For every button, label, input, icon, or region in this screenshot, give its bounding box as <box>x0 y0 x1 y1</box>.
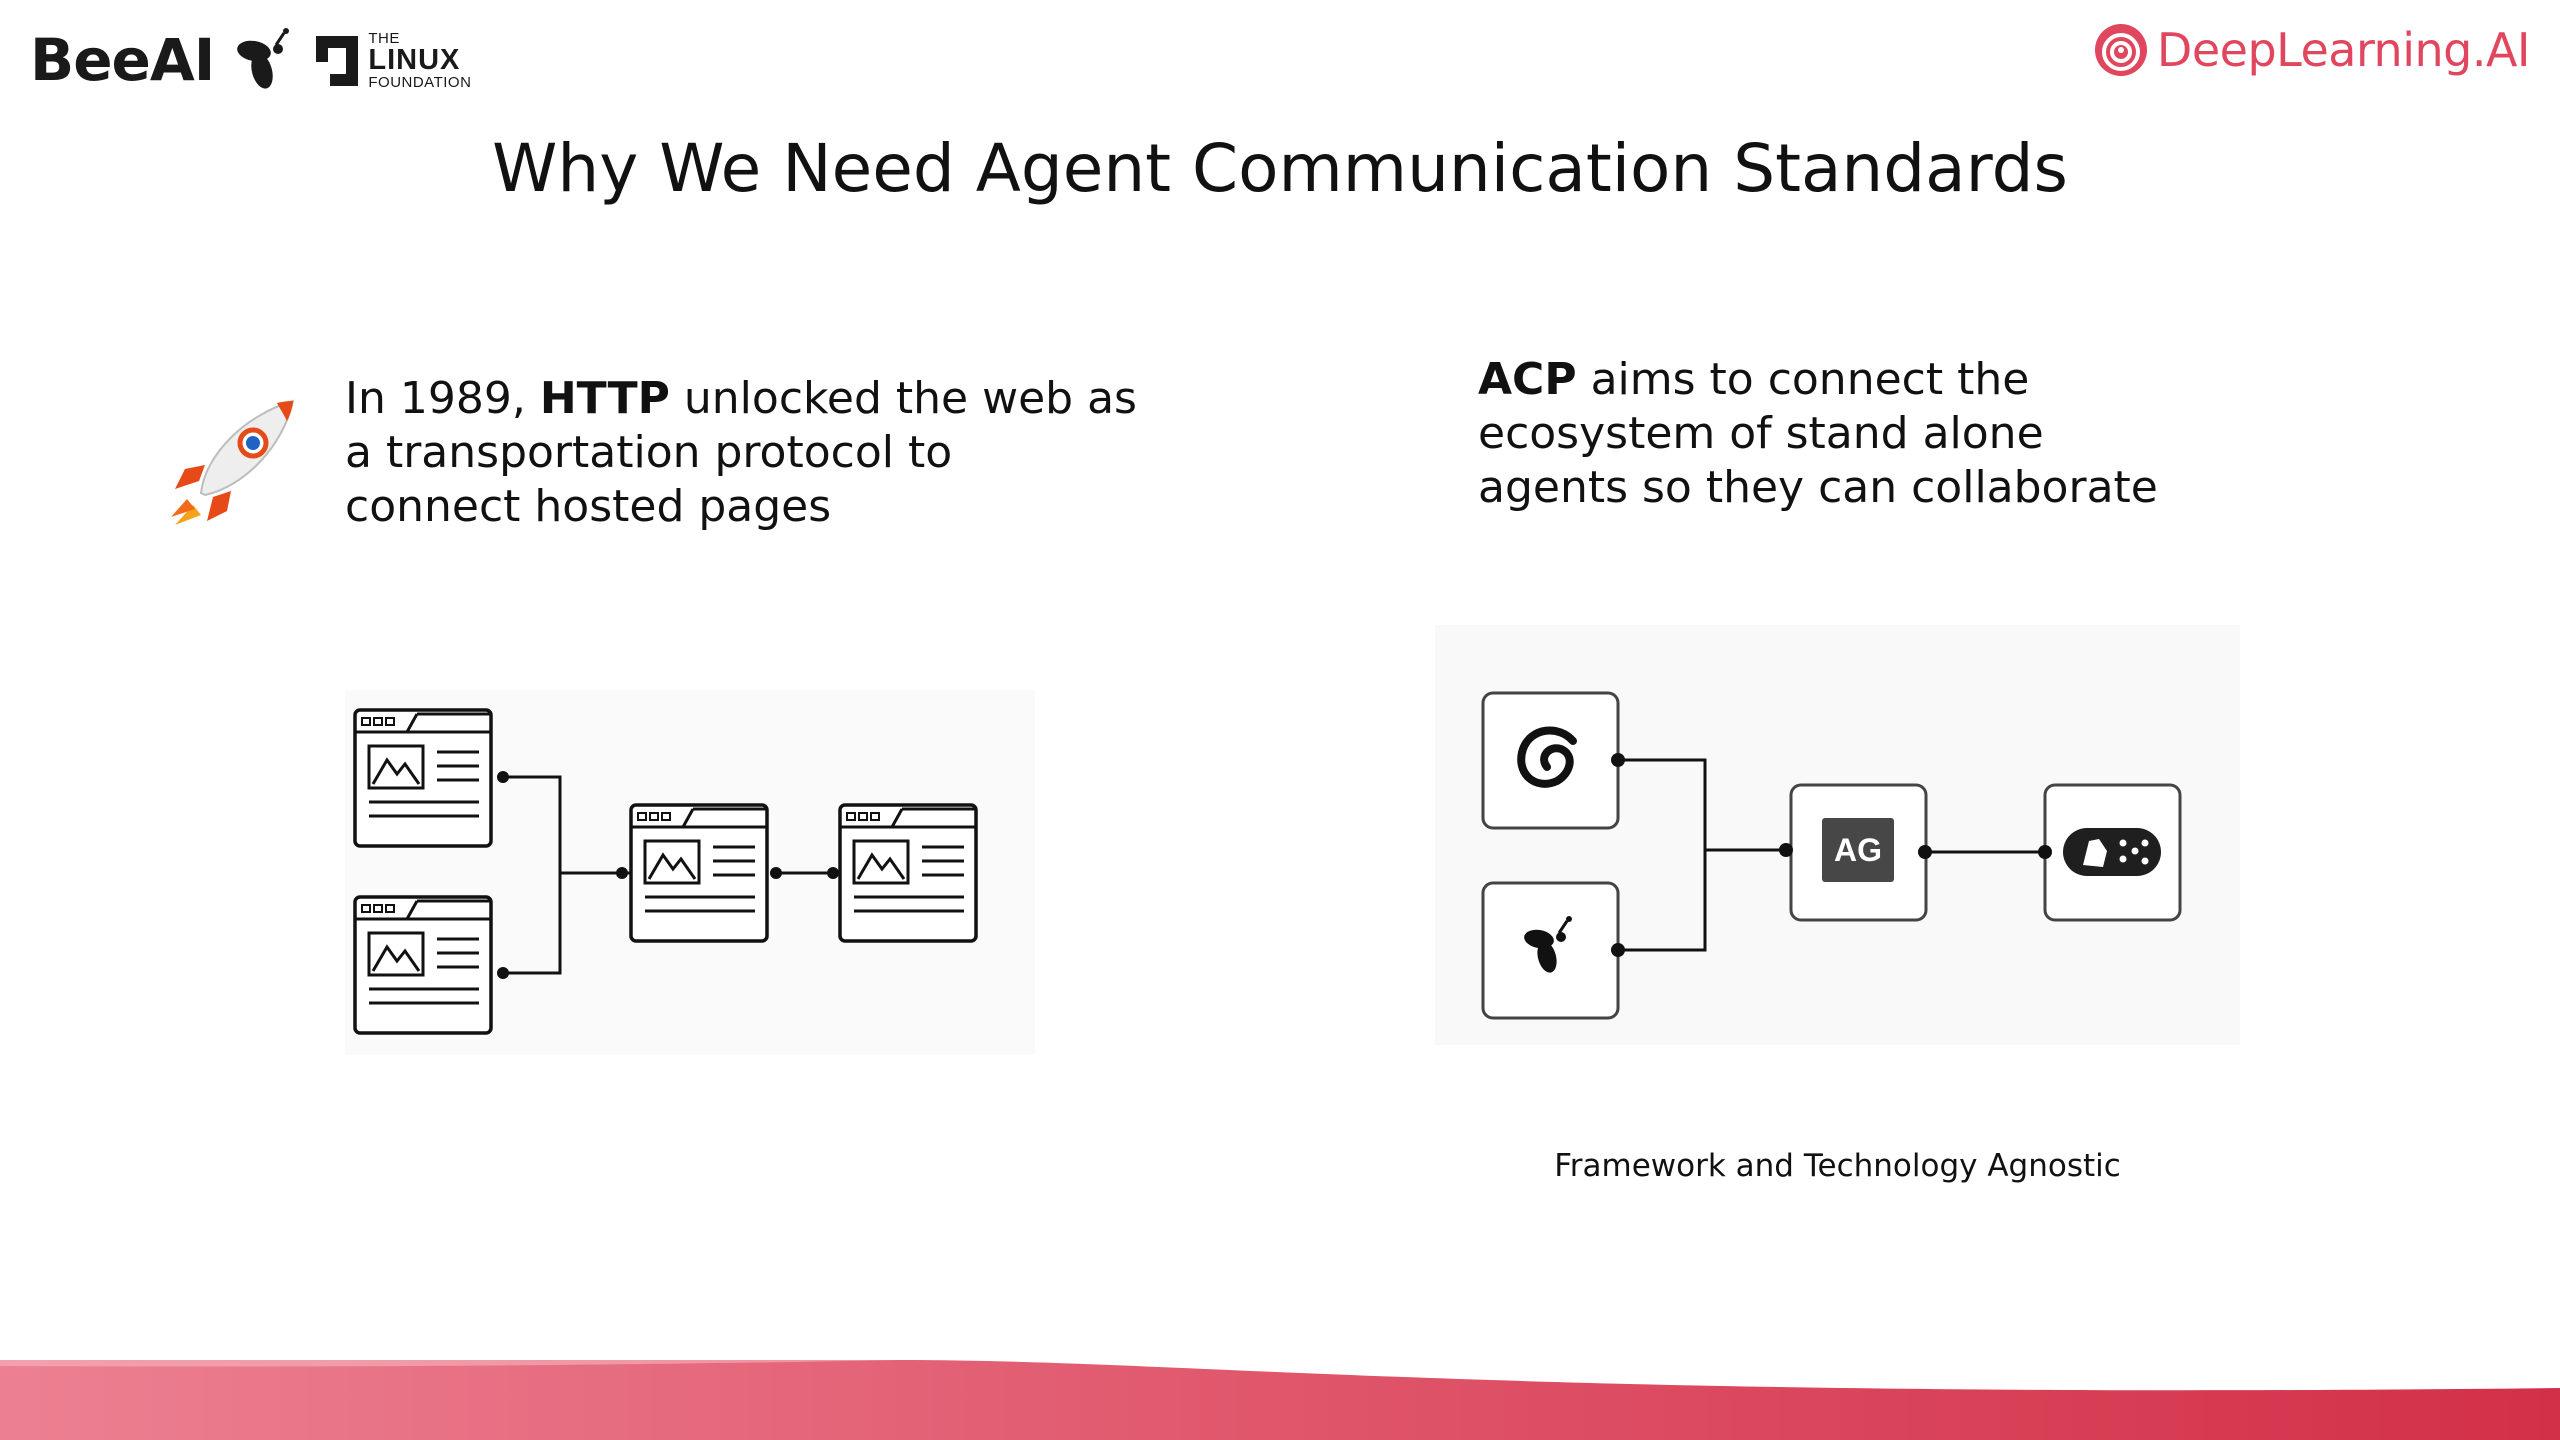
lf-foundation: FOUNDATION <box>368 73 472 91</box>
linux-foundation-mark-icon <box>316 36 359 86</box>
browser-page-1 <box>353 708 493 848</box>
acp-text-line2: ecosystem of stand alone <box>1478 408 2044 459</box>
rocket-icon <box>171 399 295 525</box>
partner-logos: BeeAI THE LINUX FOUNDATION <box>30 20 471 100</box>
browser-page-4 <box>838 803 978 943</box>
http-keyword: HTTP <box>539 373 670 424</box>
hosted-pages-diagram <box>345 690 1035 1055</box>
linux-foundation-logo: THE LINUX FOUNDATION <box>312 30 471 90</box>
http-text-before: In 1989, <box>345 373 540 424</box>
acp-paragraph: ACP aims to connect the ecosystem of sta… <box>1478 353 2158 515</box>
acp-text-line3: agents so they can collaborate <box>1478 462 2158 513</box>
parrot-chain-icon <box>2063 828 2161 876</box>
ag-label: AG <box>1834 832 1882 868</box>
deeplearning-wordmark: DeepLearning.AI <box>2156 23 2531 77</box>
diagram-caption: Framework and Technology Agnostic <box>1554 1148 2121 1184</box>
acp-agents-diagram: AG <box>1435 625 2240 1045</box>
agent-connectors <box>1618 758 2045 952</box>
slide-title: Why We Need Agent Communication Standard… <box>492 130 2068 207</box>
acp-keyword: ACP <box>1478 354 1577 405</box>
deeplearning-logo: DeepLearning.AI <box>2093 22 2531 78</box>
agent-node-ag: AG <box>1789 783 1928 922</box>
bee-icon <box>237 28 290 89</box>
lf-the: THE <box>368 29 400 47</box>
agent-node-beeai <box>1481 881 1620 1020</box>
footer-band <box>0 1360 2560 1440</box>
agent-node-framework-a <box>1481 691 1620 830</box>
browser-page-3 <box>629 803 769 943</box>
http-text-line1: unlocked the web as <box>669 373 1137 424</box>
browser-page-2 <box>353 895 493 1035</box>
swirl-icon <box>1517 726 1577 788</box>
agent-node-framework-b <box>2043 783 2182 922</box>
deeplearning-mark-icon <box>2094 24 2147 76</box>
http-text-line3: connect hosted pages <box>345 481 832 532</box>
beeai-wordmark: BeeAI <box>30 26 215 94</box>
bee-icon <box>1524 916 1572 973</box>
lf-linux: LINUX <box>368 43 461 76</box>
http-text-line2: a transportation protocol to <box>345 427 953 478</box>
acp-text-line1: aims to connect the <box>1576 354 2030 405</box>
http-paragraph: In 1989, HTTP unlocked the web as a tran… <box>345 372 1137 534</box>
